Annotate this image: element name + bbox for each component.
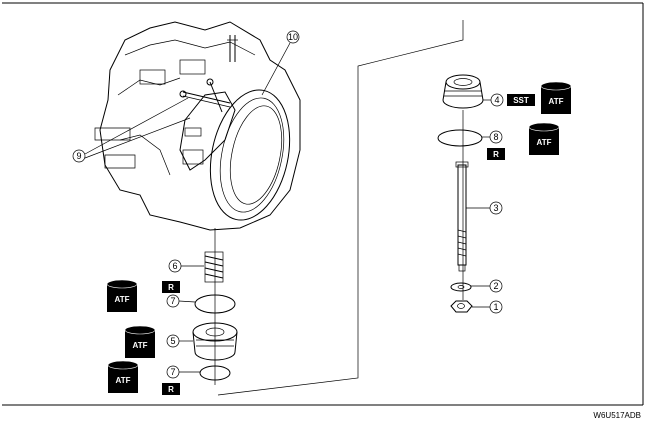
sst-badge (507, 94, 535, 106)
leader-9a (84, 97, 189, 155)
bell-housing-ring (209, 89, 291, 221)
replace-badge-3-text: R (493, 150, 499, 159)
callout-7a: 7 (170, 296, 175, 306)
atf-can-5: ATF (528, 122, 560, 155)
servo-piston (192, 322, 238, 361)
o-ring-lower (199, 365, 231, 381)
o-ring-8 (437, 129, 483, 147)
callout-10-circle (286, 30, 300, 44)
callout-6: 6 (172, 261, 177, 271)
case-studs (227, 35, 238, 62)
transaxle-case (94, 21, 301, 231)
replace-badge-1 (162, 281, 180, 293)
atf-can-2: ATF (124, 325, 156, 358)
svg-text:ATF: ATF (116, 376, 131, 385)
callout-1: 1 (493, 302, 498, 312)
callout-9-circle (72, 149, 86, 163)
replace-badge-1-text: R (168, 283, 174, 292)
svg-text:ATF: ATF (115, 295, 130, 304)
replace-badge-2-text: R (168, 385, 174, 394)
callout-10: 10 (288, 32, 298, 42)
adjusting-rod (455, 161, 469, 272)
callout-5: 5 (170, 336, 175, 346)
callout-4: 4 (494, 95, 499, 105)
o-ring-upper (194, 294, 236, 314)
callout-2: 2 (493, 281, 498, 291)
servo-spring (204, 251, 224, 283)
assembly-guide-line (217, 20, 464, 396)
atf-can-4: ATF (540, 81, 572, 114)
svg-text:ATF: ATF (549, 97, 564, 106)
callout-3: 3 (493, 203, 498, 213)
servo-band-area (179, 78, 236, 171)
lock-nut (450, 300, 473, 313)
washer-hole (457, 285, 465, 289)
oil-seal (442, 74, 484, 109)
atf-can-3: ATF (107, 360, 139, 393)
callout-9: 9 (76, 151, 81, 161)
svg-text:ATF: ATF (133, 341, 148, 350)
replace-badge-3 (487, 148, 505, 160)
leader-10 (261, 42, 291, 96)
washer (450, 282, 472, 292)
callout-7b: 7 (170, 367, 175, 377)
replace-badge-2 (162, 383, 180, 395)
sst-badge-text: SST (513, 96, 529, 105)
figure-code: W6U517ADB (593, 411, 641, 420)
leader-9b (84, 117, 191, 159)
leader-7a (178, 300, 196, 303)
atf-can-1: ATF (106, 279, 138, 312)
svg-text:ATF: ATF (537, 138, 552, 147)
callout-8: 8 (493, 132, 498, 142)
